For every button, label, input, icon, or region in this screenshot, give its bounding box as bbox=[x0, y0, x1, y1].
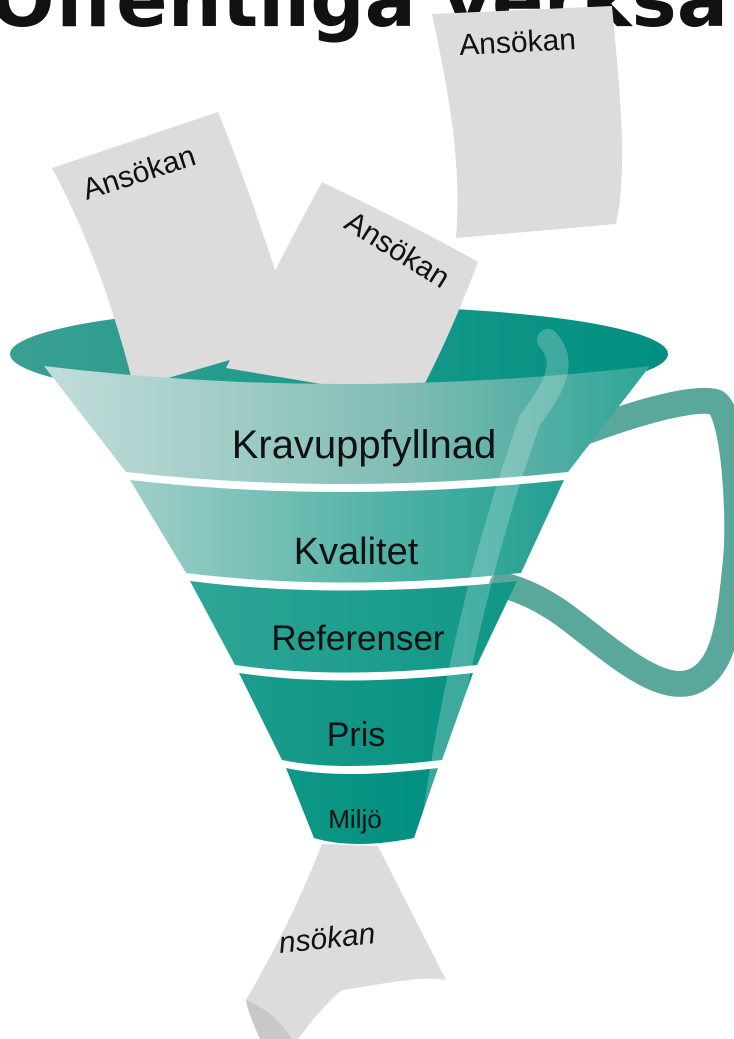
document-bottom: nsökan bbox=[246, 844, 446, 1039]
funnel-band-miljo bbox=[286, 768, 438, 844]
document-top-right: Ansökan bbox=[432, 6, 623, 238]
funnel-band-pris bbox=[239, 673, 473, 766]
stage-label-kravuppfyllnad: Kravuppfyllnad bbox=[232, 423, 497, 467]
stage-label-referenser: Referenser bbox=[271, 619, 444, 658]
stage-labels: Kravuppfyllnad Kvalitet Referenser Pris … bbox=[232, 423, 497, 834]
stage-label-pris: Pris bbox=[327, 716, 386, 754]
funnel-band-kravuppfyllnad bbox=[44, 366, 650, 484]
funnel-band-referenser bbox=[190, 581, 517, 673]
funnel-band-kvalitet bbox=[130, 480, 564, 583]
stage-label-miljo: Miljö bbox=[328, 804, 381, 834]
stage-label-kvalitet: Kvalitet bbox=[294, 531, 419, 573]
funnel-bands bbox=[44, 329, 650, 851]
document-left: Ansökan bbox=[52, 112, 298, 388]
funnel-handle bbox=[489, 387, 734, 697]
document-label: Ansökan bbox=[458, 23, 576, 62]
